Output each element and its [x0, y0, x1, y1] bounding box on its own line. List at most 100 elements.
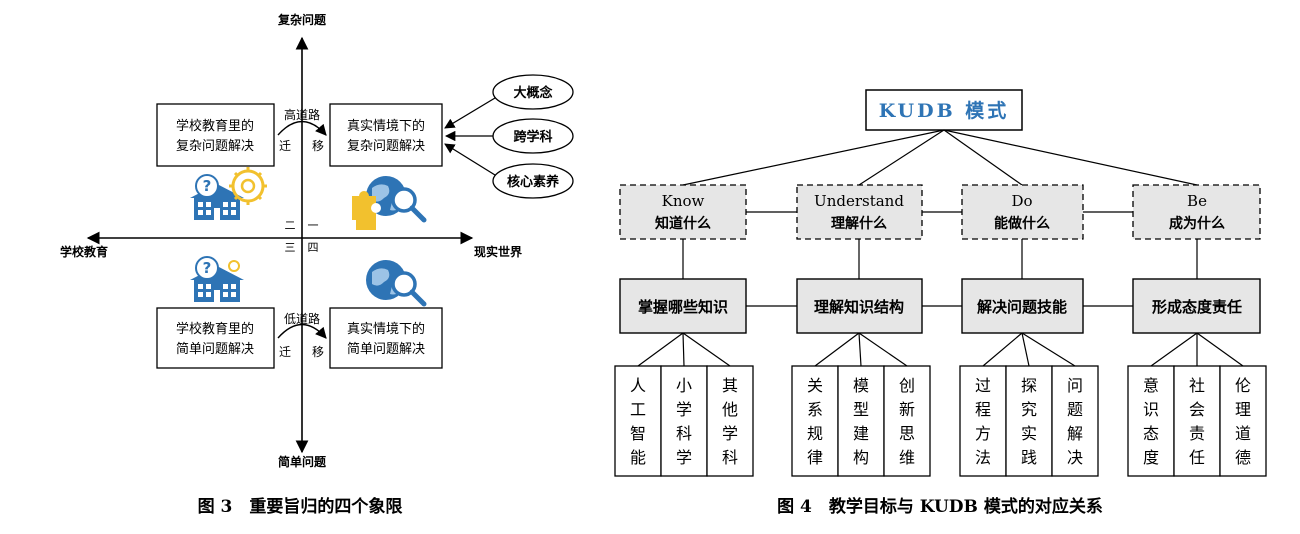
high-transfer-right: 移: [312, 139, 324, 153]
svg-text:?: ?: [203, 177, 212, 195]
figure-4: KUDB 模式 Know 知道什么 Understand 理解什么 Do: [614, 89, 1267, 517]
level2-skills-label: 解决问题技能: [977, 298, 1067, 316]
ellipse-core-literacy-label: 核心素养: [507, 174, 560, 190]
svg-text:?: ?: [203, 259, 212, 277]
box-school-complex-line1: 学校教育里的: [176, 118, 254, 134]
leaf-box: [706, 365, 754, 477]
leaf-label: 小学科学: [676, 376, 692, 467]
leaf-label: 创新思维: [899, 376, 915, 467]
leaf-label: 社会责任: [1189, 376, 1205, 467]
leaf-connector: [1021, 332, 1030, 367]
box-real-simple-line1: 真实情境下的: [347, 321, 425, 337]
level2-attitude: 形成态度责任: [1132, 278, 1261, 334]
box-real-complex: [329, 103, 443, 167]
box-school-complex: [156, 103, 275, 167]
brain-gear-icon: [229, 167, 267, 205]
leaf-label: 意识态度: [1143, 376, 1159, 467]
level1-understand: Understand 理解什么: [796, 184, 923, 240]
level2-structure-label: 理解知识结构: [814, 298, 904, 316]
leaf-box: [959, 365, 1007, 477]
box-school-simple: [156, 307, 275, 369]
leaf-connector: [682, 332, 685, 367]
leaf-label: 关系规律: [807, 376, 823, 467]
level1-understand-en: Understand: [814, 192, 904, 210]
level1-do-zh: 能做什么: [994, 215, 1050, 232]
low-road-label: 低道路: [284, 311, 320, 326]
kudb-root-box: [865, 89, 1023, 131]
box-real-simple: [329, 307, 443, 369]
leaf-connector: [982, 332, 1023, 367]
arrow-from-big-concept: [444, 97, 496, 129]
level2-attitude-label: 形成态度责任: [1152, 298, 1242, 316]
level1-know-zh: 知道什么: [655, 215, 711, 232]
low-road-arc: [277, 323, 327, 339]
leaf-box: [1005, 365, 1053, 477]
box-school-simple-line1: 学校教育里的: [176, 321, 254, 337]
root-connectors: [682, 129, 1198, 186]
level1-to-level2: [682, 239, 1198, 279]
level1-do-en: Do: [1011, 192, 1032, 210]
quadrant-2-label: 二: [285, 219, 296, 232]
puzzle-icon: [352, 191, 381, 230]
leaf-connector: [858, 332, 862, 367]
ellipse-big-concept-label: 大概念: [513, 85, 552, 101]
ellipse-big-concept: [492, 74, 574, 110]
arrow-from-core-literacy: [444, 143, 496, 176]
level1-do: Do 能做什么: [961, 184, 1084, 240]
box-real-complex-line1: 真实情境下的: [347, 118, 425, 134]
quadrant-4-label: 四: [308, 241, 319, 254]
leaf-label: 问题解决: [1067, 376, 1083, 467]
leaf-connector: [1150, 332, 1198, 367]
level1-know: Know 知道什么: [619, 184, 747, 240]
leaf-label: 人工智能: [630, 376, 646, 467]
globe-magnifier-icon-2: [366, 260, 427, 307]
leaf-box: [791, 365, 839, 477]
figure-3-caption: 图 3 重要旨归的四个象限: [198, 496, 403, 517]
leaf-connector: [682, 332, 731, 367]
level1-be-zh: 成为什么: [1169, 215, 1225, 232]
leaf-connector: [1196, 332, 1244, 367]
quadrant-1-label: 一: [308, 219, 319, 232]
leaf-label: 探究实践: [1021, 376, 1037, 467]
box-real-simple-line2: 简单问题解决: [347, 341, 425, 357]
level2-structure: 理解知识结构: [796, 278, 923, 334]
leaf-box: [883, 365, 931, 477]
box-real-complex-line2: 复杂问题解决: [347, 139, 425, 154]
school-question-icon-2: ?: [190, 256, 244, 302]
level1-understand-zh: 理解什么: [831, 215, 887, 232]
ellipse-interdisciplinary-label: 跨学科: [513, 129, 552, 145]
level2-skills: 解决问题技能: [961, 278, 1084, 334]
quadrant-3-label: 三: [285, 241, 296, 254]
level2-knowledge: 掌握哪些知识: [619, 278, 747, 334]
axis-left-label: 学校教育: [60, 244, 108, 259]
kudb-root-label: KUDB 模式: [879, 99, 1010, 122]
figure-4-caption: 图 4 教学目标与 KUDB 模式的对应关系: [777, 496, 1103, 517]
axis-bottom-label: 简单问题: [278, 454, 327, 469]
high-road-arc: [277, 120, 327, 136]
leaf-label: 其他学科: [722, 376, 738, 467]
leaf-box: [1051, 365, 1099, 477]
high-road-label: 高道路: [284, 107, 320, 122]
axis-top-label: 复杂问题: [277, 12, 327, 27]
level1-be: Be 成为什么: [1132, 184, 1261, 240]
leaf-box: [1127, 365, 1175, 477]
leaf-groups: 人工智能小学科学其他学科关系规律模型建构创新思维过程方法探究实践问题解决意识态度…: [614, 332, 1267, 477]
leaf-box: [660, 365, 708, 477]
low-transfer-right: 移: [312, 345, 324, 359]
ellipse-core-literacy: [492, 163, 574, 199]
leaf-connector: [637, 332, 684, 367]
leaf-connector: [858, 332, 908, 367]
axis-right-label: 现实世界: [474, 244, 522, 259]
leaf-connector: [1021, 332, 1076, 367]
high-transfer-left: 迁: [279, 139, 291, 153]
leaf-box: [1219, 365, 1267, 477]
level1-be-en: Be: [1187, 192, 1207, 210]
leaf-connector: [814, 332, 860, 367]
leaf-box: [1173, 365, 1221, 477]
figure-3: 复杂问题 简单问题 学校教育 现实世界 二 一 三 四 学校教育里的 复杂问题解…: [60, 12, 574, 517]
box-school-simple-line2: 简单问题解决: [176, 341, 254, 357]
level2-knowledge-label: 掌握哪些知识: [638, 298, 728, 316]
leaf-label: 模型建构: [853, 376, 869, 467]
leaf-box: [837, 365, 885, 477]
level1-know-en: Know: [662, 192, 705, 210]
